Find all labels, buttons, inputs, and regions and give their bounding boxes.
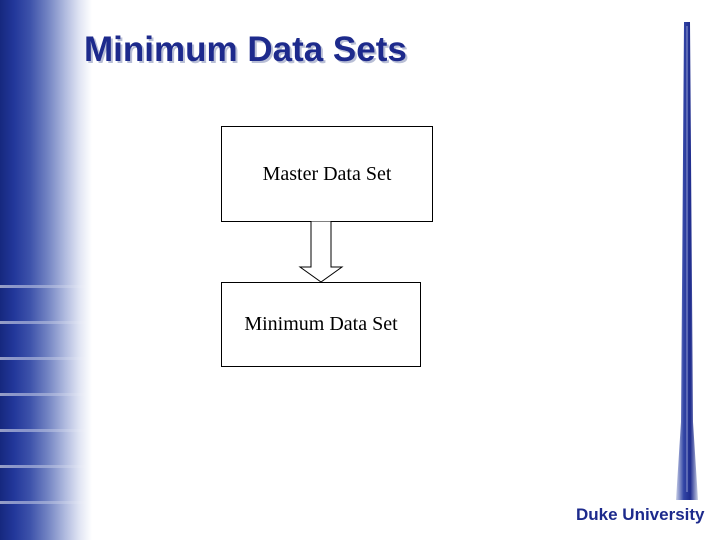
right-decorative-pillar	[676, 22, 698, 500]
band-streak	[0, 429, 92, 432]
duke-university-logo: Duke University	[576, 505, 705, 524]
band-streak	[0, 465, 92, 468]
band-streak	[0, 393, 92, 396]
band-streak	[0, 357, 92, 360]
slide-title: Minimum Data Sets	[84, 30, 407, 69]
band-streak	[0, 321, 92, 324]
band-streak	[0, 285, 92, 288]
master-data-set-box: Master Data Set	[221, 126, 433, 222]
minimum-data-set-label: Minimum Data Set	[244, 313, 398, 335]
master-data-set-label: Master Data Set	[262, 162, 392, 185]
left-decorative-band	[0, 0, 92, 540]
down-arrow	[298, 221, 344, 283]
minimum-data-set-box: Minimum Data Set	[221, 282, 421, 367]
band-streak	[0, 501, 92, 504]
